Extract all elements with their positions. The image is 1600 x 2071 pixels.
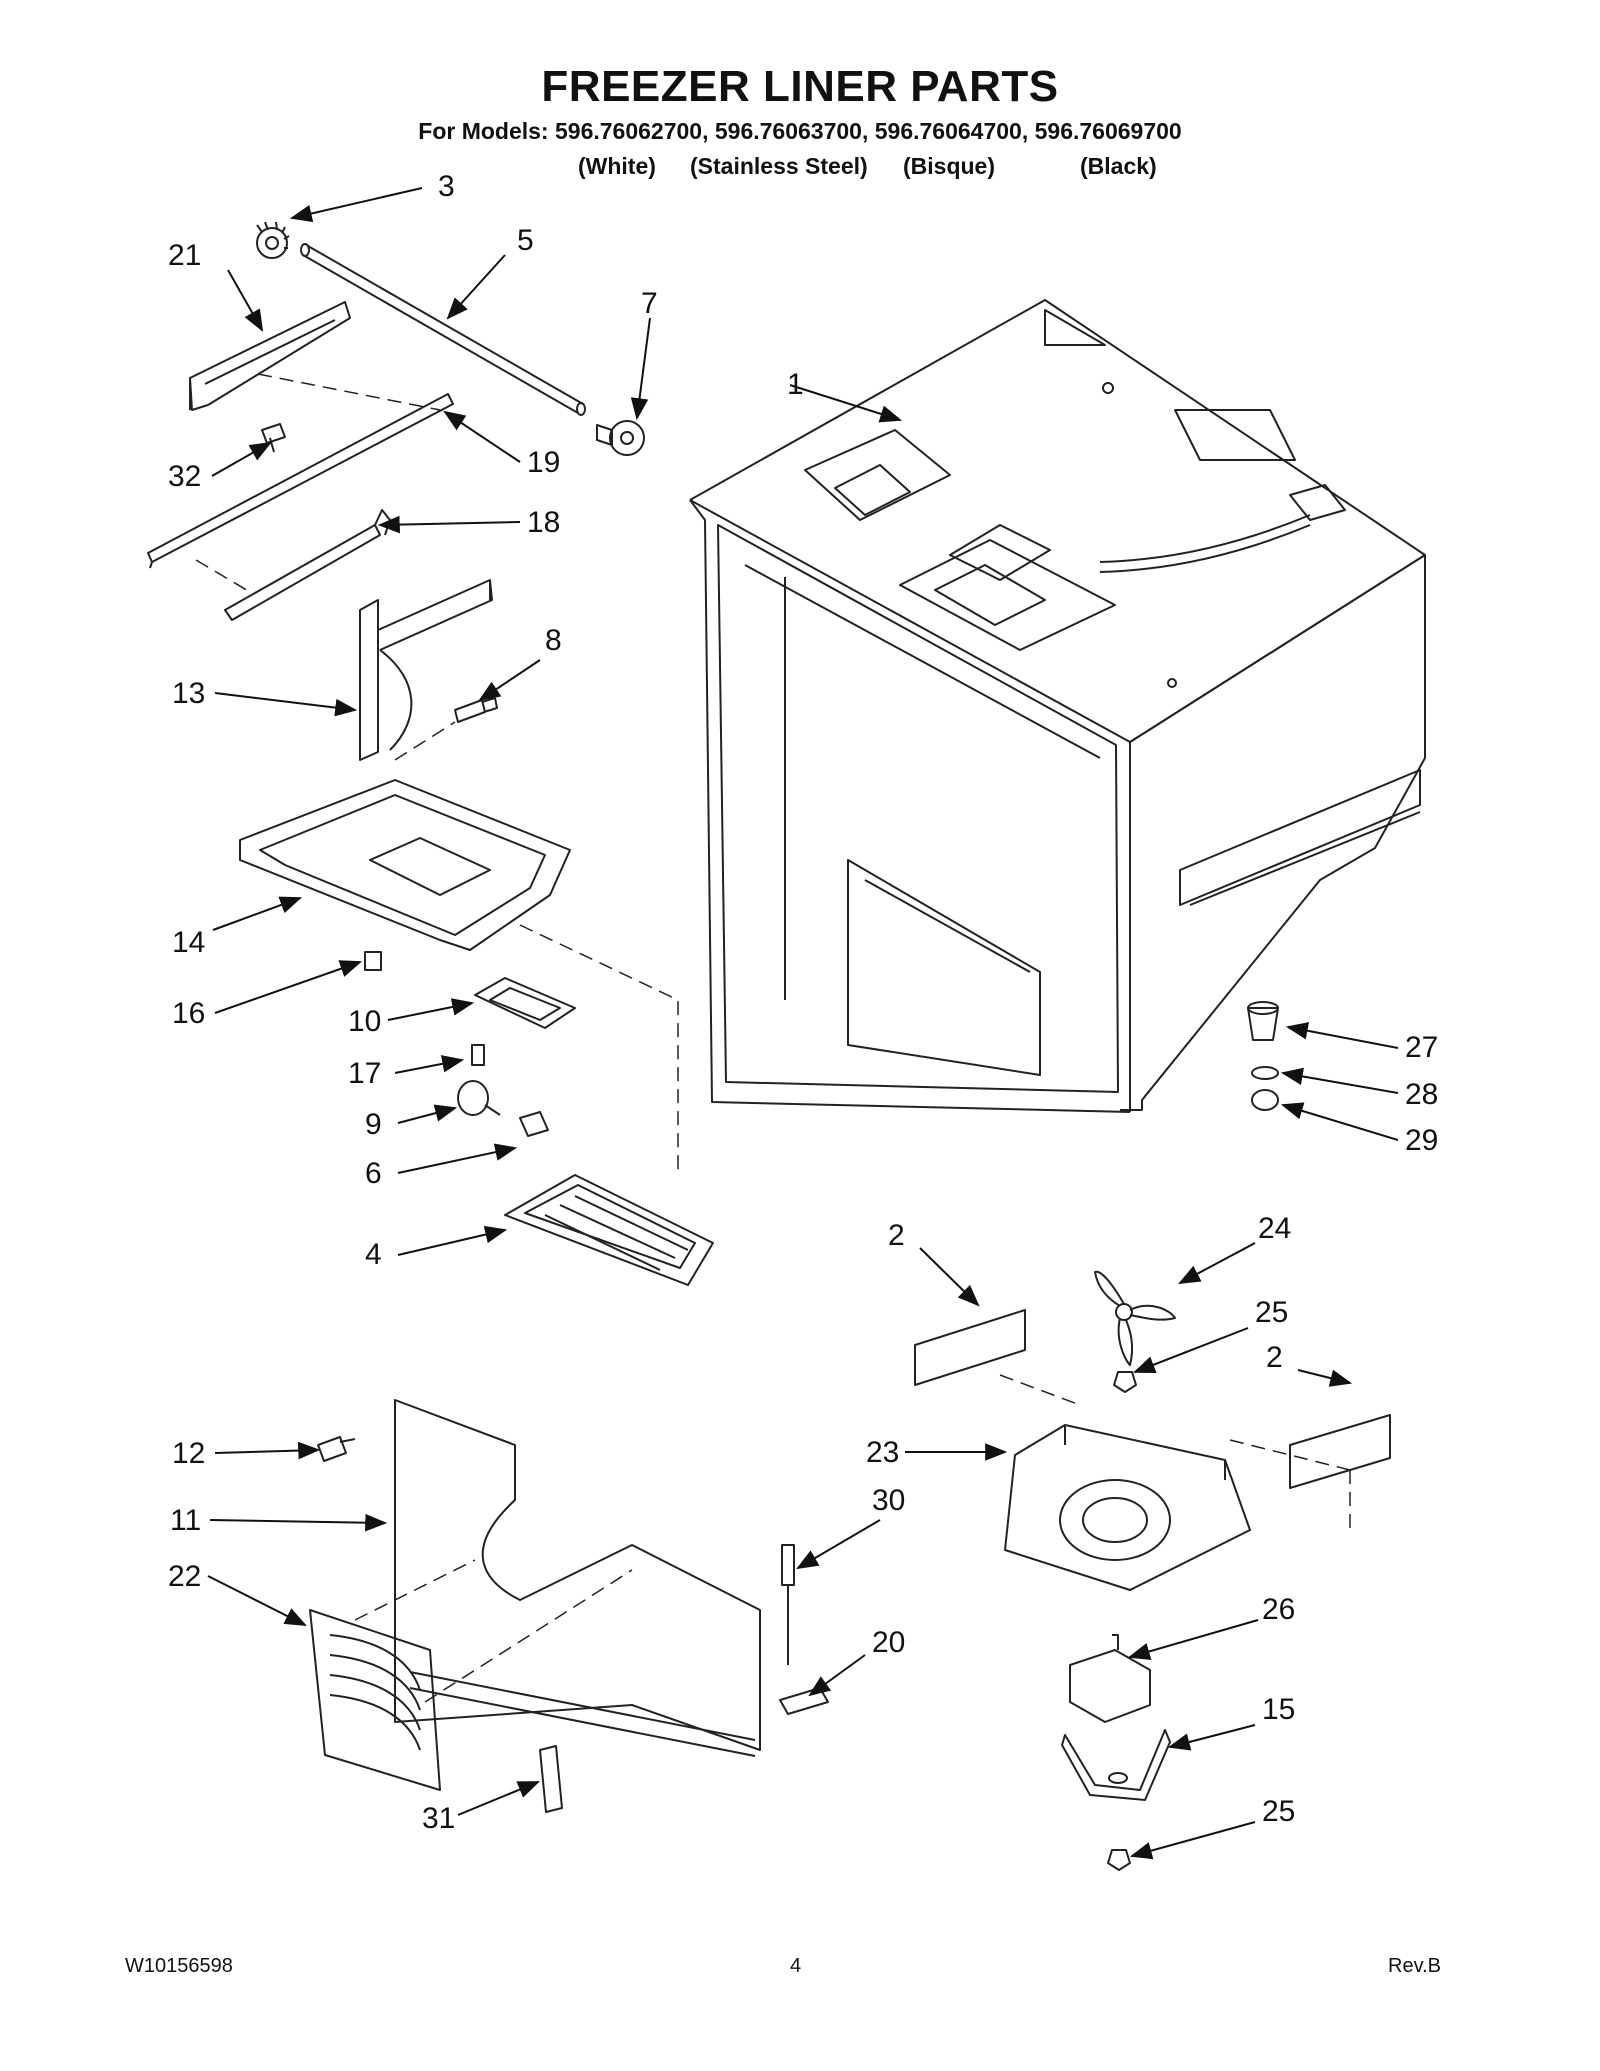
part-rear-panel [394,1399,761,1757]
part-screw-32 [261,423,286,453]
part-gear-left [256,221,290,259]
part-motor [1069,1634,1151,1723]
part-screw-17 [471,1044,485,1066]
callout-11: 11 [170,1504,201,1537]
part-motor-bracket [1061,1729,1171,1801]
part-drip-tray [504,1174,714,1286]
models-line: For Models: 596.76062700, 596.76063700, … [418,118,1182,144]
callout-6: 6 [365,1157,382,1190]
callout-31: 31 [422,1802,455,1835]
callout-9: 9 [365,1108,382,1141]
callout-2a: 2 [888,1219,905,1252]
part-foam-block-left [914,1309,1026,1386]
callout-12: 12 [172,1437,205,1470]
part-grille [309,1609,441,1791]
part-clip [539,1745,563,1813]
finish-stainless: (Stainless Steel) [690,153,868,179]
callout-2b: 2 [1266,1341,1283,1374]
part-drain-ring [1251,1066,1279,1080]
callout-25b: 25 [1262,1795,1295,1828]
part-fan-shroud [1004,1424,1251,1591]
part-nut-upper [1113,1371,1137,1393]
part-rod [300,243,586,416]
part-rail [147,393,454,569]
callout-5: 5 [517,224,534,257]
part-support-bracket [359,579,493,761]
page-number: 4 [790,1955,802,1977]
part-sensor [781,1544,795,1665]
callout-3: 3 [438,170,455,203]
part-screw-12 [317,1436,356,1462]
callout-15: 15 [1262,1693,1295,1726]
doc-number: W10156598 [125,1955,233,1977]
callout-29: 29 [1405,1124,1438,1157]
callout-20: 20 [872,1626,905,1659]
callout-labels: 1 2 2 3 4 5 6 7 8 9 10 11 12 13 14 15 16… [168,170,1438,1835]
part-socket [519,1111,549,1137]
callout-27: 27 [1405,1031,1438,1064]
part-light-housing [474,977,576,1029]
part-tray [239,779,571,951]
part-gear-right [596,420,645,456]
part-drain-trap [1247,1001,1279,1041]
callout-25a: 25 [1255,1296,1288,1329]
part-nut-lower [1107,1849,1131,1871]
callout-22: 22 [168,1560,201,1593]
callout-13: 13 [172,677,205,710]
part-liner [689,299,1426,1113]
callout-10: 10 [348,1005,381,1038]
callout-19: 19 [527,446,560,479]
part-strip [779,1687,829,1715]
revision: Rev.B [1388,1955,1441,1977]
callout-1: 1 [787,368,804,401]
callout-17: 17 [348,1057,381,1090]
callout-16: 16 [172,997,205,1030]
finish-bisque: (Bisque) [903,153,995,179]
page-title: FREEZER LINER PARTS [541,62,1059,111]
part-foam-block-right [1289,1414,1391,1489]
callout-14: 14 [172,926,205,959]
callout-7: 7 [641,287,658,320]
callout-21: 21 [168,239,201,272]
part-drain-cap [1251,1089,1279,1111]
callout-8: 8 [545,624,562,657]
finish-black: (Black) [1080,153,1157,179]
part-fan-blade [1094,1270,1176,1366]
callout-24: 24 [1258,1212,1291,1245]
part-switch [364,951,382,971]
part-bulb [457,1080,501,1116]
callout-18: 18 [527,506,560,539]
callout-30: 30 [872,1484,905,1517]
finish-white: (White) [578,153,656,179]
part-basket-arm [224,509,391,621]
callout-26: 26 [1262,1593,1295,1626]
callout-23: 23 [866,1436,899,1469]
part-screw-8 [454,697,498,723]
callout-4: 4 [365,1238,382,1271]
part-slide-bracket [189,301,351,411]
callout-32: 32 [168,460,201,493]
callout-28: 28 [1405,1078,1438,1111]
